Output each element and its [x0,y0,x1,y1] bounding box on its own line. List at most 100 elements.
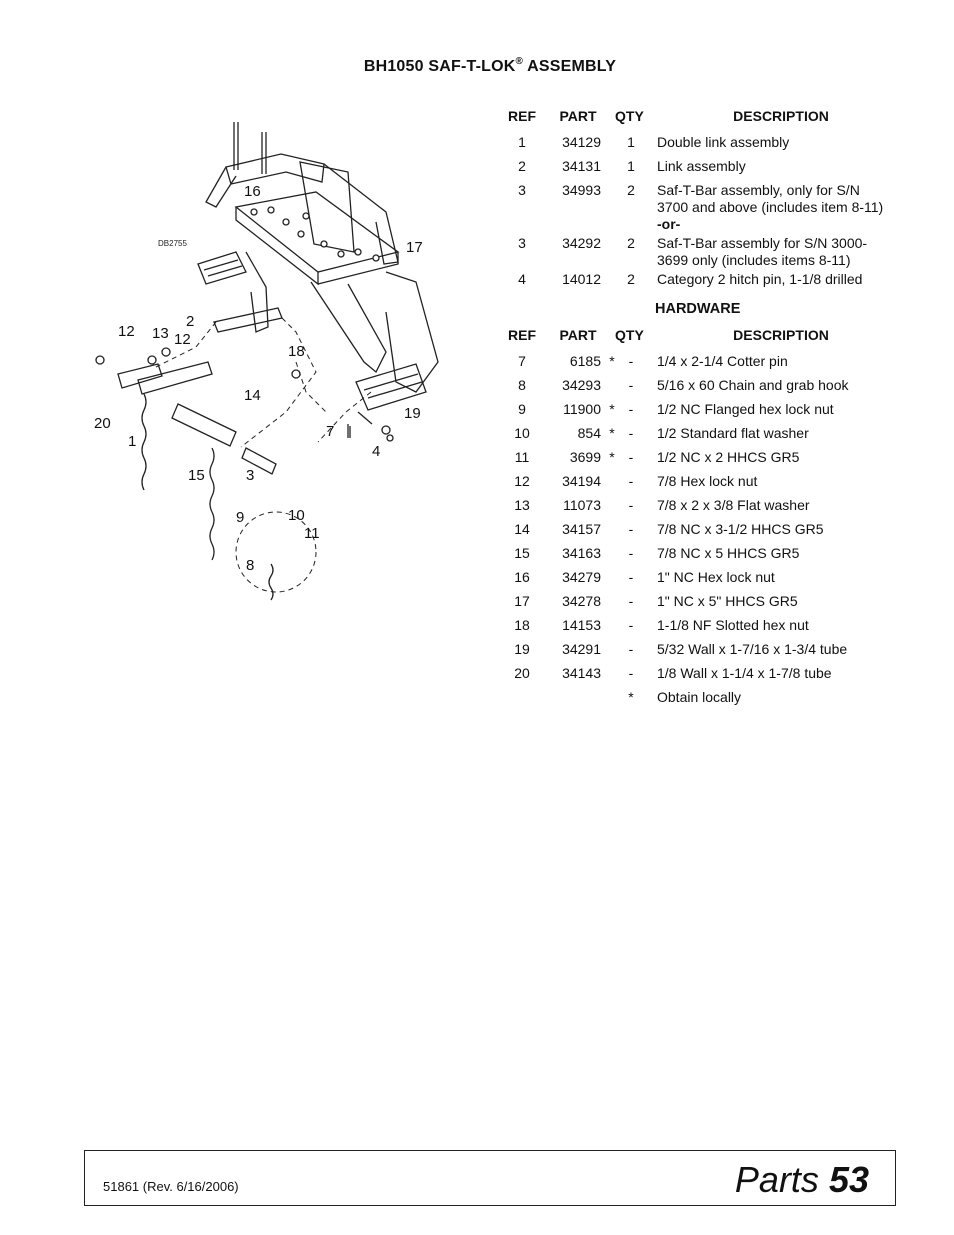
ref-cell: 7 [518,353,526,369]
qty-cell: - [628,449,634,465]
col-qty: QTY [615,108,644,124]
table-row: 17 34278 - 1" NC x 5" HHCS GR5 [505,591,905,615]
qty-cell: - [628,665,634,681]
ref-cell: 2 [518,158,526,174]
col-ref: REF [508,327,536,343]
col-ref: REF [508,108,536,124]
page-footer: 51861 (Rev. 6/16/2006) Parts 53 [84,1150,896,1206]
ref-cell: 14 [514,521,530,537]
callout: 17 [406,239,423,256]
desc-cell: 7/8 Hex lock nut [657,473,758,489]
desc-cell: 7/8 x 2 x 3/8 Flat washer [657,497,810,513]
part-cell: 34993 [562,182,601,198]
exploded-diagram: DB2755 16 17 2 12 13 12 18 14 20 1 19 7 … [94,122,439,601]
page-title: BH1050 SAF-T-LOK® ASSEMBLY [363,56,617,75]
part-cell: 34143 [562,665,601,681]
desc-cell: 1/2 NC x 2 HHCS GR5 [657,449,800,465]
callout: 19 [404,405,421,422]
callout: 4 [372,443,380,460]
callout: 12 [118,323,135,340]
ref-cell: 12 [514,473,530,489]
ref-cell: 10 [514,425,530,441]
qty-cell: 2 [627,271,635,287]
desc-cell: 5/16 x 60 Chain and grab hook [657,377,849,393]
callout: 10 [288,507,305,524]
part-cell: 14153 [562,617,601,633]
part-cell: 34292 [562,235,601,251]
part-cell: 34291 [562,641,601,657]
star-cell: * [609,425,615,441]
desc-cell: Obtain locally [657,689,742,705]
qty-cell: * [628,689,634,705]
hardware-header: REF PART QTY DESCRIPTION [505,325,905,345]
part-cell: 854 [577,425,601,441]
desc-line: Link assembly [657,158,746,174]
desc-cell: 7/8 NC x 5 HHCS GR5 [657,545,800,561]
star-cell: * [609,449,615,465]
revision-note: 51861 (Rev. 6/16/2006) [103,1179,239,1194]
desc-cell: Double link assembly [639,134,897,151]
parts-header: REF PART QTY DESCRIPTION [505,106,905,126]
qty-cell: - [628,425,634,441]
ref-cell: 20 [514,665,530,681]
desc-line: Double link assembly [657,134,790,150]
ref-cell: 3 [518,235,526,251]
ref-cell: 1 [518,134,526,150]
desc-cell: 1/4 x 2-1/4 Cotter pin [657,353,788,369]
desc-cell: 7/8 NC x 3-1/2 HHCS GR5 [657,521,824,537]
ref-cell: 13 [514,497,530,513]
hardware-heading: HARDWARE [655,301,741,317]
table-row: 10 854 *- 1/2 Standard flat washer [505,423,905,447]
desc-cell: 1" NC Hex lock nut [657,569,775,585]
desc-cell: Category 2 hitch pin, 1-1/8 drilled [639,271,897,288]
desc-line: 3699 only (includes items 8-11) [657,252,851,268]
ref-cell: 15 [514,545,530,561]
desc-cell: 1/8 Wall x 1-1/4 x 1-7/8 tube [657,665,832,681]
callout: 12 [174,331,191,348]
qty-cell: - [628,545,634,561]
callout: 13 [152,325,169,342]
col-qty: QTY [615,327,644,343]
ref-cell: 16 [514,569,530,585]
table-row: * Obtain locally [505,687,905,711]
or-note: -or- [657,216,681,232]
qty-cell: - [628,641,634,657]
col-part: PART [559,108,597,124]
qty-cell: - [628,473,634,489]
table-row: 20 34143 - 1/8 Wall x 1-1/4 x 1-7/8 tube [505,663,905,687]
qty-cell: - [628,377,634,393]
callout: 1 [128,433,136,450]
callout: 11 [304,525,320,542]
part-cell: 6185 [569,353,601,369]
desc-line: 3700 and above (includes item 8-11) [657,199,884,215]
desc-cell: 1" NC x 5" HHCS GR5 [657,593,798,609]
qty-cell: - [628,353,634,369]
part-cell: 11073 [563,497,601,513]
part-cell: 34157 [562,521,601,537]
qty-cell: - [628,593,634,609]
callout: 9 [236,509,244,526]
callout: 8 [246,557,254,574]
callout: 18 [288,343,305,360]
desc-cell: Saf-T-Bar assembly for S/N 3000-3699 onl… [639,235,897,269]
desc-cell: 5/32 Wall x 1-7/16 x 1-3/4 tube [657,641,848,657]
desc-cell: 1/2 Standard flat washer [657,425,809,441]
part-cell: 34278 [562,593,601,609]
col-desc: DESCRIPTION [733,327,829,343]
qty-cell: - [628,497,634,513]
ref-cell: 17 [514,593,530,609]
ref-cell: 4 [518,271,526,287]
qty-cell: - [628,617,634,633]
